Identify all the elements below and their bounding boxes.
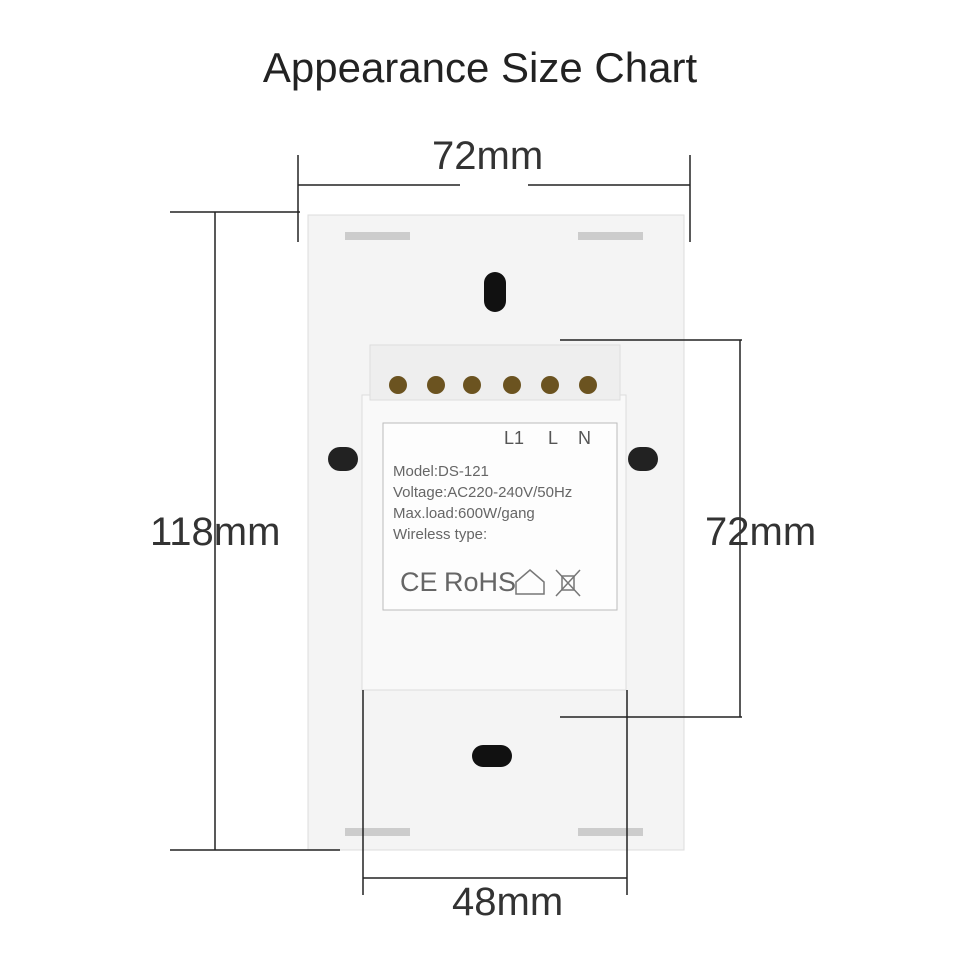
label-max-load: Max.load:600W/gang xyxy=(393,505,535,522)
ce-mark: CE xyxy=(400,567,438,597)
label-sticker xyxy=(382,422,618,611)
terminal-l: L xyxy=(548,428,559,448)
plate-clips xyxy=(345,232,643,836)
mount-hole-left xyxy=(328,447,358,471)
mount-hole-right xyxy=(628,447,658,471)
terminal-n: N xyxy=(578,428,591,448)
crossed-bin-icon xyxy=(555,569,581,597)
width-dimension: 72mm xyxy=(432,134,544,178)
mount-hole-bottom xyxy=(472,745,512,767)
module-height-dimension: 72mm xyxy=(705,510,817,554)
terminal-l1: L1 xyxy=(504,428,525,448)
module-width-dimension: 48mm xyxy=(452,880,564,924)
mount-hole-top xyxy=(484,272,506,312)
house-icon xyxy=(515,569,545,595)
terminal-block xyxy=(369,344,621,401)
terminal-screws xyxy=(389,376,597,394)
page-title: Appearance Size Chart xyxy=(262,44,698,91)
rohs-mark: RoHS xyxy=(444,567,517,597)
label-model: Model:DS-121 xyxy=(393,463,489,480)
label-wireless-type: Wireless type: xyxy=(393,526,488,543)
height-dimension: 118mm xyxy=(150,510,281,554)
label-voltage: Voltage:AC220-240V/50Hz xyxy=(393,484,573,501)
dimension-lines xyxy=(170,155,742,895)
